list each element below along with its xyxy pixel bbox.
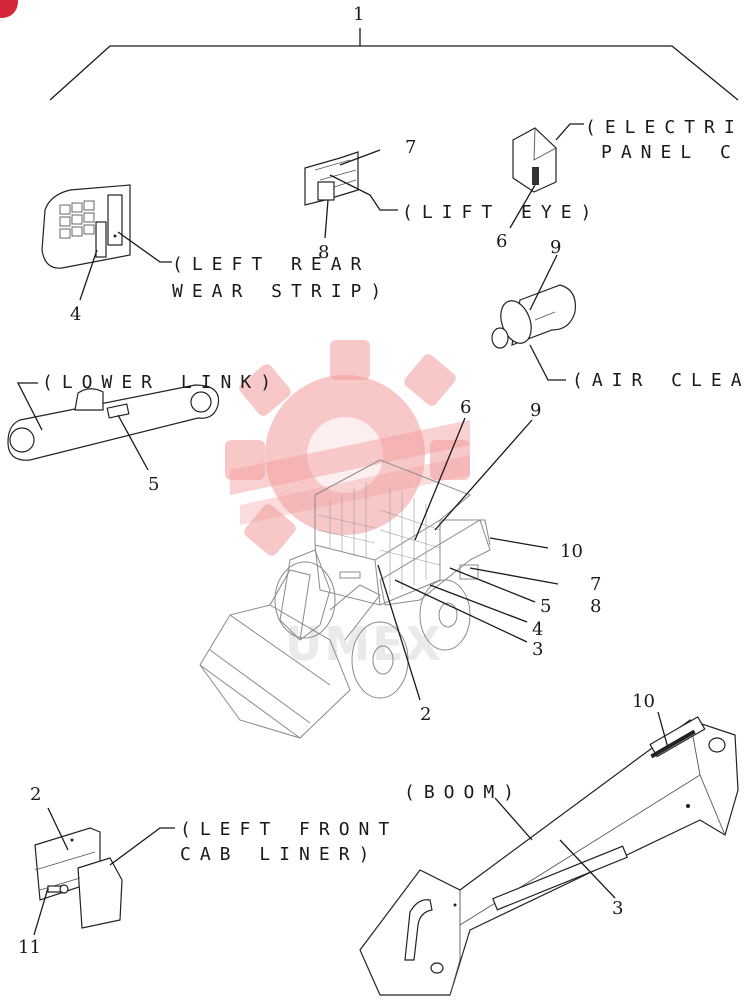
skid-steer-loader-drawing — [199, 459, 491, 739]
callout-5-link: 5 — [148, 474, 159, 495]
label-left-rear-1: (LEFT REAR — [172, 254, 370, 275]
label-lower-link: (LOWER LINK) — [42, 372, 280, 393]
callout-8-lift: 8 — [318, 242, 329, 263]
callout-7-lift: 7 — [405, 137, 416, 158]
left-front-cab-liner-part — [34, 827, 123, 929]
label-electric-2: PANEL C — [601, 142, 740, 163]
callout-2-cab: 2 — [30, 784, 41, 805]
callout-3-boom: 3 — [612, 898, 623, 919]
air-cleaner-part — [491, 284, 577, 349]
label-electric-1: (ELECTRI — [585, 117, 744, 138]
corner-badge-icon — [0, 0, 18, 18]
callout-9-air: 9 — [550, 237, 561, 258]
callout-2-main: 2 — [420, 704, 431, 725]
callout-9-main: 9 — [530, 400, 541, 421]
title-bracket — [49, 28, 739, 101]
label-left-front-2: CAB LINER) — [180, 844, 378, 865]
callout-6-main: 6 — [460, 397, 471, 418]
callout-10-main: 10 — [560, 541, 583, 562]
callout-11-cab: 11 — [18, 937, 41, 958]
callout-4-main: 4 — [532, 619, 543, 640]
left-rear-wear-strip-part — [41, 184, 131, 269]
callout-1-title: 1 — [353, 4, 364, 25]
label-left-rear-2: WEAR STRIP) — [172, 281, 390, 302]
electric-panel-cover-part — [512, 127, 557, 193]
callout-4-strip: 4 — [70, 304, 81, 325]
lower-link-part — [7, 384, 220, 461]
label-air-cleaner: (AIR CLEA — [572, 370, 744, 391]
lift-eye-part — [304, 149, 381, 206]
callout-7-main: 7 — [590, 574, 601, 595]
callout-10-boom: 10 — [632, 691, 655, 712]
boom-part — [359, 716, 739, 996]
label-lift-eye: (LIFT EYE) — [402, 202, 600, 223]
callout-6-panel: 6 — [496, 231, 507, 252]
callout-8-main: 8 — [590, 596, 601, 617]
watermark-text: UMEX — [285, 617, 443, 671]
callout-5-main: 5 — [540, 596, 551, 617]
label-boom: (BOOM) — [404, 782, 523, 803]
callout-3-main: 3 — [532, 639, 543, 660]
label-left-front-1: (LEFT FRONT — [180, 819, 398, 840]
